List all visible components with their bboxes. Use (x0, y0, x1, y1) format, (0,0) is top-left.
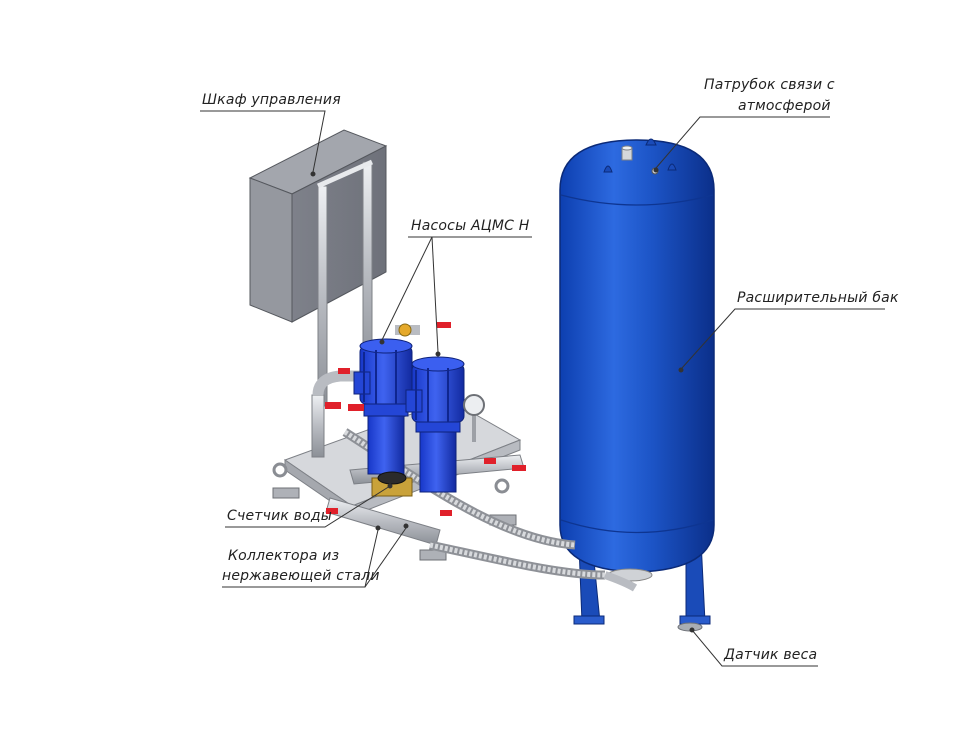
valves (325, 322, 526, 516)
pressure-gauge (463, 394, 485, 442)
label-expansion-tank: Расширительный бак (737, 290, 899, 306)
label-atmosphere-line1: Патрубок связи с (704, 77, 835, 93)
control-cabinet (248, 129, 388, 407)
pump-right (405, 356, 465, 493)
expansion-tank (559, 138, 715, 632)
pump-left (353, 338, 413, 475)
leader-lines (200, 110, 885, 667)
label-collector-line2: нержавеющей стали (222, 568, 380, 584)
tank-body (559, 139, 715, 573)
label-collector-line1: Коллектора из (228, 548, 340, 564)
label-weight-sensor: Датчик веса (724, 647, 818, 663)
label-control-cabinet: Шкаф управления (202, 92, 341, 108)
label-atmosphere-line2: атмосферой (738, 98, 831, 114)
label-water-meter: Счетчик воды (227, 508, 333, 524)
label-pumps: Насосы АЦМС Н (411, 218, 530, 234)
